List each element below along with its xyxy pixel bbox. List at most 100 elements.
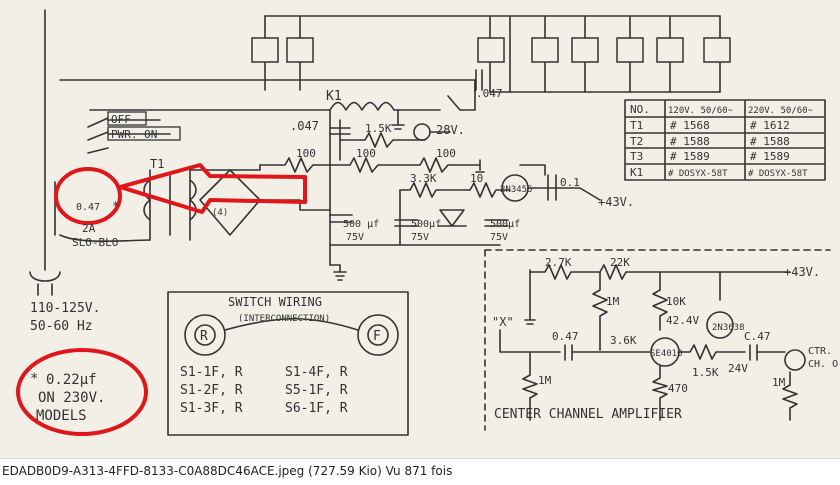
collector-wire [519, 164, 546, 176]
label-r-1-5k-amp: 1.5K [692, 366, 719, 379]
schematic-drawing: K1 .047 .047 1.5K 28V. OFF PWR. ON T1 10… [16, 9, 838, 436]
switch-f-dial [357, 314, 399, 356]
switch-wiring-subtitle: (INTERCONNECTION) [238, 314, 330, 324]
label-r-10k: 10K [666, 295, 686, 308]
label-out-2: CH. O [808, 359, 838, 370]
switch-interconnect [224, 317, 359, 331]
image-caption: EDADB0D9-A313-4FFD-8133-C0A88DC46ACE.jpe… [2, 464, 453, 478]
label-v-24: 24V [728, 362, 748, 375]
caption-bar: EDADB0D9-A313-4FFD-8133-C0A88DC46ACE.jpe… [0, 458, 840, 485]
label-mains-1: 110-125V. [30, 301, 100, 316]
label-k1: K1 [326, 89, 342, 104]
output-jack [784, 349, 806, 371]
table-cell-r1-c2: # 1568 [670, 119, 710, 132]
table-cell-r4-c2: # DOSYX-58T [668, 169, 728, 179]
amp-output-line [678, 344, 786, 361]
label-asterisk: * [112, 199, 119, 213]
label-r-1-5k: 1.5K [365, 122, 392, 135]
label-r-1m-a: 1M [606, 295, 620, 308]
label-c047-marked: 0.47 [76, 202, 100, 213]
label-c047-mid: .047 [290, 119, 319, 133]
resistor-470 [652, 365, 668, 421]
zener-diode [437, 209, 467, 227]
table-header-220v: 220V. 50/60~ [748, 106, 814, 116]
ground-small-1 [475, 159, 485, 173]
switch-item-left-3: S1-3F, R [180, 401, 243, 416]
label-pwr-on: PWR. ON [111, 128, 157, 141]
red-arrow [118, 163, 307, 214]
pwr-on-box [107, 126, 181, 141]
label-t1: T1 [150, 157, 164, 171]
amp-input-line [499, 329, 651, 361]
regulator-output [527, 187, 601, 201]
switch-wires [107, 119, 171, 135]
table-cell-r4-c1: K1 [630, 166, 643, 179]
right-cap-bank-drops [489, 15, 721, 93]
label-amp-title: CENTER CHANNEL AMPLIFIER [494, 407, 682, 422]
cap-bank-right-5 [656, 37, 684, 63]
label-r100-c: 100 [436, 147, 456, 160]
label-transistor-1: 2N3455 [500, 185, 533, 195]
switch-item-right-2: S5-1F, R [285, 383, 348, 398]
red-circle-note [16, 348, 148, 436]
label-cap-b-1: 500µf [411, 219, 441, 230]
table-cell-r4-c3: # DOSYX-58T [748, 169, 808, 179]
switch-letter-f: F [373, 329, 381, 344]
label-cap-c-1: 500µf [490, 219, 520, 230]
upper-wire [59, 79, 476, 93]
mains-plug [29, 249, 61, 296]
table-cell-r2-c2: # 1588 [670, 135, 710, 148]
label-mains-2: 50-60 Hz [30, 319, 93, 334]
parts-table-grid [624, 99, 826, 181]
cap-bank-right-2 [531, 37, 559, 63]
label-transistor-3: SE4010 [650, 349, 683, 359]
label-fuse-type: SLO-BLO [72, 236, 118, 249]
cap-bank-left-2 [286, 37, 314, 63]
label-v-424: 42.4V [666, 314, 699, 327]
switch-f-center [367, 324, 389, 346]
label-note-asterisk: * [30, 371, 38, 387]
label-r-470: 470 [668, 382, 688, 395]
table-cell-r1-c3: # 1612 [750, 119, 790, 132]
k1-contact-wire [393, 79, 476, 111]
label-r-3-6k: 3.6K [610, 334, 637, 347]
label-r-1m-c: 1M [772, 376, 786, 389]
resistor-3-3k-10 [399, 182, 511, 198]
label-c47-out: C.47 [744, 330, 771, 343]
cap-bank-right-4 [616, 37, 644, 63]
table-header-no: NO. [630, 103, 650, 116]
resistor-1-5k [339, 132, 426, 148]
switch-letter-r: R [200, 329, 208, 344]
bridge-rectifier [199, 169, 261, 236]
resistor-1m-c [782, 371, 798, 421]
resistor-100-chain [259, 157, 481, 173]
label-r-10: 10 [470, 172, 483, 185]
cap-bank-right-1 [477, 37, 505, 63]
label-r100-a: 100 [296, 147, 316, 160]
label-note-1: 0.22µf [46, 372, 97, 388]
label-note-3: MODELS [36, 408, 87, 424]
label-r-1m-b: 1M [538, 374, 552, 387]
label-r-22k: 22K [610, 256, 630, 269]
cap-bank-left-1 [251, 37, 279, 63]
amp-ground-left [524, 269, 536, 325]
switch-wiring-title: SWITCH WIRING [228, 295, 322, 309]
amp-border [484, 249, 831, 431]
lamp-28v [413, 123, 431, 141]
cap-500-a [329, 214, 353, 223]
label-input-x: "X" [492, 315, 514, 329]
label-c-01: 0.1 [560, 176, 580, 189]
cap-01 [547, 174, 557, 201]
transformer-output-wire [189, 164, 261, 171]
label-transistor-2: 2N3638 [712, 323, 745, 333]
switch-r-dial [184, 314, 226, 356]
power-switch-contacts [87, 117, 109, 154]
label-cap-b-2: 75V [411, 232, 429, 243]
label-r100-b: 100 [356, 147, 376, 160]
table-cell-r2-c1: T2 [630, 135, 643, 148]
k1-coil [329, 101, 395, 111]
resistor-10k [652, 271, 668, 331]
cap-bank-right-3 [571, 37, 599, 63]
switch-wiring-box [167, 291, 409, 436]
cap-bank-right-6 [703, 37, 731, 63]
